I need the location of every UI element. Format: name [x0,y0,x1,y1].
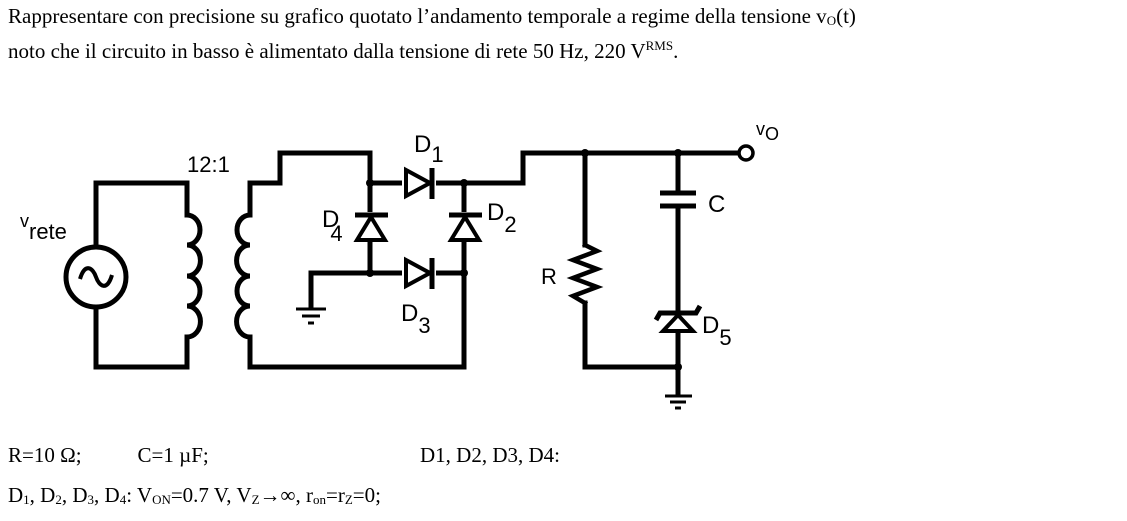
ac-source-icon [63,244,129,310]
superscript: RMS [645,38,674,53]
primary-wire [93,180,190,370]
ground-icon [665,394,692,410]
r-label: R [541,264,557,289]
vo-label: vO [756,119,779,144]
problem-statement-line-1: Rappresentare con precisione su grafico … [8,4,856,29]
text: Rappresentare con precisione su grafico … [8,4,827,28]
turns-ratio-label: 12:1 [187,152,230,177]
output-wire [461,150,742,398]
diode-d2-icon [447,212,483,242]
sine-icon [78,266,114,288]
d2-label: D2 [487,199,517,237]
d5-label: D5 [702,312,732,350]
r-value: R=10 Ω; [8,443,82,467]
output-terminal [737,144,755,162]
resistor-r-icon [566,241,604,307]
ground-icon [296,307,326,325]
problem-statement-line-2: noto che il circuito in basso è alimenta… [8,38,678,64]
subscript: O [826,13,837,28]
diode-parameters: D1, D2, D3, D4: VON=0.7 V, VZ→∞, ron=rZ=… [8,483,381,507]
source-label: vrete [20,211,67,244]
diode-d3-icon [402,256,436,290]
capacitor-c-icon [660,190,696,209]
primary-coil [184,212,203,340]
d3-label: D3 [401,300,431,338]
c-value: C=1 µF; [137,443,209,467]
d1-label: D1 [414,131,444,167]
zener-d5-icon [653,304,703,333]
component-values: R=10 Ω; C=1 µF; [8,443,209,468]
secondary-coil [234,212,253,340]
diode-d1-icon [402,166,436,200]
diode-d4-icon [353,212,389,242]
c-label: C [708,191,725,218]
text: noto che il circuito in basso è alimenta… [8,39,646,63]
text: . [673,39,679,63]
diodes-heading: D1, D2, D3, D4: [420,443,560,467]
text: (t) [836,4,856,28]
